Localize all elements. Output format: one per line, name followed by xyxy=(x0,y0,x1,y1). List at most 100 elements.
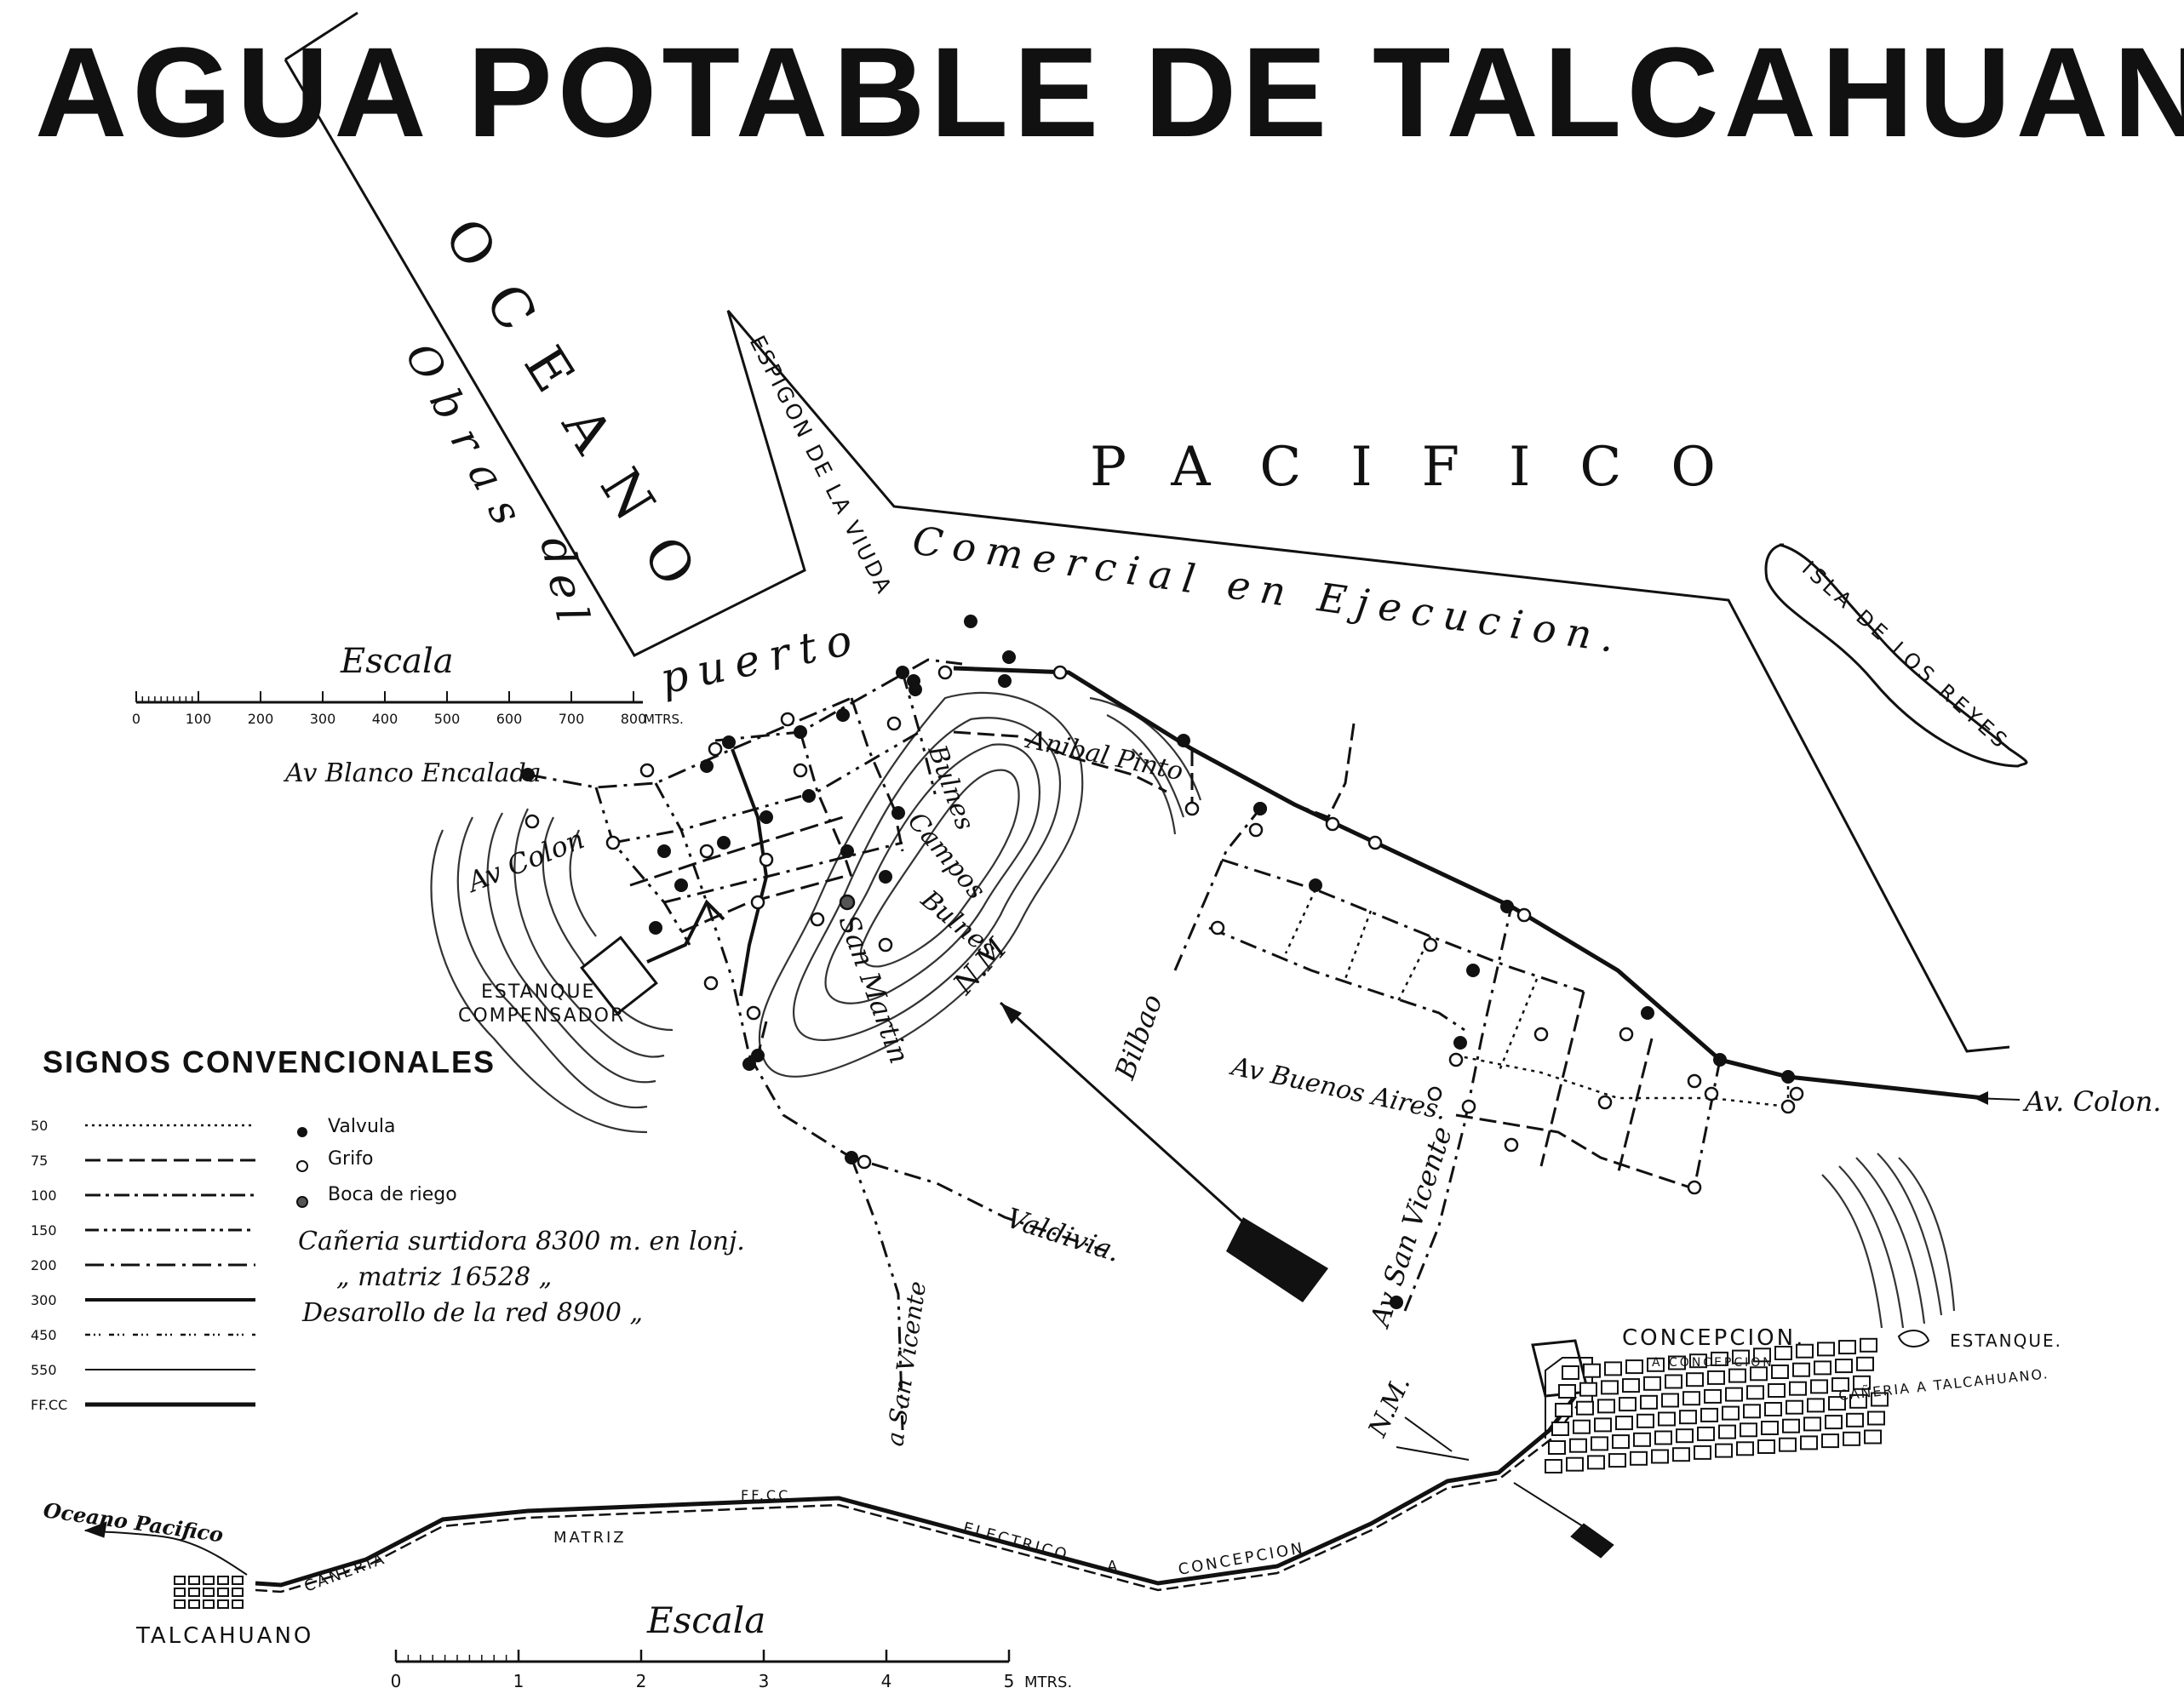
town-block xyxy=(203,1588,215,1597)
isla-label-group: ISLA DE LOS REYES xyxy=(1797,557,2015,755)
lower-scale-tick-label: 0 xyxy=(391,1671,402,1691)
lower-scale-tick-label: 1 xyxy=(513,1671,525,1691)
grifo-node xyxy=(857,1154,872,1170)
map-title: AGUA POTABLE DE TALCAHUANO xyxy=(35,20,2184,163)
city-block xyxy=(1619,1397,1637,1412)
valvula-node xyxy=(840,844,854,858)
city-block xyxy=(1591,1436,1608,1451)
grifo-node xyxy=(793,763,808,778)
city-block xyxy=(1679,1410,1697,1425)
city-block xyxy=(1661,1393,1679,1408)
city-block xyxy=(1711,1351,1728,1366)
city-block xyxy=(1548,1440,1566,1455)
grifo-node xyxy=(1367,835,1383,850)
city-block xyxy=(1768,1383,1786,1398)
grifo-node xyxy=(746,1005,761,1021)
city-block xyxy=(1761,1421,1779,1435)
city-block xyxy=(1864,1429,1882,1445)
grifo-node xyxy=(1789,1086,1804,1101)
lower-scale-tick-label: 5 xyxy=(1004,1671,1015,1691)
estanque-compensador-label-2: COMPENSADOR xyxy=(458,1005,625,1027)
city-block xyxy=(1843,1431,1860,1446)
town-block xyxy=(188,1588,200,1597)
valvula-node xyxy=(836,708,850,722)
talcahuano-label: TALCAHUANO xyxy=(135,1623,313,1649)
estanque-label: ESTANQUE. xyxy=(1950,1330,2062,1351)
city-block xyxy=(1686,1372,1704,1387)
valvula-node xyxy=(717,836,731,850)
espigon-label: ESPIGON DE LA VIUDA xyxy=(745,332,897,599)
city-block xyxy=(1810,1379,1828,1394)
water-network xyxy=(527,658,1985,1431)
isla-de-los-reyes-outline xyxy=(1764,543,2028,768)
grifo-node xyxy=(886,716,902,731)
north-arrow-lower-label: N.M. xyxy=(1362,1371,1416,1442)
network-nodes xyxy=(521,615,1804,1309)
city-block xyxy=(1871,1392,1889,1407)
city-block xyxy=(1764,1402,1782,1416)
city-block xyxy=(1637,1413,1654,1428)
upper-scale-tick-label: 600 xyxy=(496,711,523,727)
town-block xyxy=(217,1588,229,1597)
ffcc-label: FF.CC xyxy=(741,1487,790,1503)
valvula-node xyxy=(521,768,535,781)
legend-size-label: 450 xyxy=(31,1327,57,1343)
grifo-node xyxy=(703,976,719,991)
city-block xyxy=(1740,1422,1757,1438)
grifo-node xyxy=(1516,907,1532,923)
talcahuano-town-blocks xyxy=(174,1576,244,1609)
street-av-colon-east: Av. Colon. xyxy=(2022,1085,2161,1118)
city-block xyxy=(1576,1400,1594,1416)
city-block xyxy=(1803,1416,1821,1432)
overview-map xyxy=(83,1330,1930,1593)
valvula-node xyxy=(909,683,922,696)
valvula-node xyxy=(891,806,905,820)
lower-scale-tick-label: 3 xyxy=(759,1671,770,1691)
city-block xyxy=(1583,1363,1601,1378)
city-block xyxy=(1594,1417,1612,1433)
grifo-node xyxy=(1687,1073,1702,1089)
valvula-node xyxy=(845,1151,858,1164)
legend-size-label: 550 xyxy=(31,1362,57,1378)
valvula-node xyxy=(1781,1070,1795,1084)
matriz-label: MATRIZ xyxy=(553,1529,627,1547)
upper-scale-tick-label: 200 xyxy=(248,711,274,727)
city-block xyxy=(1597,1399,1615,1414)
town-block xyxy=(203,1599,215,1609)
grifo-node xyxy=(1619,1027,1634,1042)
city-block xyxy=(1814,1360,1831,1376)
oceano-pacifico-label: Oceano Pacifico xyxy=(42,1497,225,1547)
city-block xyxy=(1630,1450,1648,1466)
city-block xyxy=(1789,1381,1807,1396)
city-block xyxy=(1849,1393,1867,1409)
city-block xyxy=(1689,1353,1707,1369)
grifo-node xyxy=(810,912,825,927)
city-block xyxy=(1796,1343,1814,1359)
city-block xyxy=(1821,1433,1839,1449)
city-block xyxy=(1779,1437,1797,1452)
town-block xyxy=(232,1599,244,1609)
city-block xyxy=(1601,1380,1619,1395)
grifo-node xyxy=(605,835,621,850)
city-block xyxy=(1555,1403,1573,1417)
city-block xyxy=(1835,1359,1853,1374)
city-block xyxy=(1782,1418,1800,1433)
grifo-node xyxy=(1423,937,1438,953)
estanque-compensador-box xyxy=(580,935,658,1016)
city-block xyxy=(1604,1361,1622,1376)
upper-scale-tick-label: 800 xyxy=(621,711,647,727)
valvula-node xyxy=(760,810,773,824)
anibal-pinto-group: Anibal Pinto xyxy=(1022,724,1185,787)
city-block xyxy=(1625,1359,1643,1375)
street-valdivia: Valdivia. xyxy=(1003,1201,1125,1268)
city-block xyxy=(1807,1398,1825,1413)
city-block xyxy=(1612,1434,1630,1450)
valvula-node xyxy=(1002,650,1016,664)
grifo-node xyxy=(1210,920,1225,935)
city-block xyxy=(1746,1385,1764,1400)
city-block xyxy=(1643,1376,1661,1391)
valvula-node xyxy=(1500,900,1514,913)
grifo-node xyxy=(937,665,953,680)
grifo-node xyxy=(1448,1052,1464,1067)
grifo-node xyxy=(639,763,655,778)
